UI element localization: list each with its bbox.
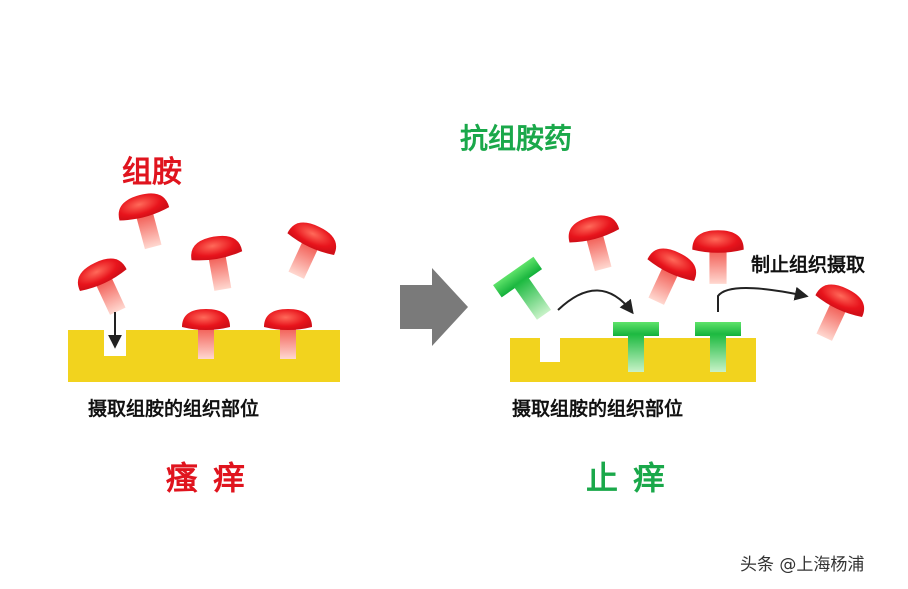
left-surface-label: 摄取组胺的组织部位 bbox=[88, 398, 260, 420]
histamine-molecule-icon bbox=[71, 251, 142, 323]
histamine-molecule-icon bbox=[692, 230, 744, 284]
bind-arrow-icon bbox=[557, 289, 634, 315]
histamine-molecule-icon bbox=[800, 277, 871, 349]
histamine-molecule-icon bbox=[114, 188, 179, 254]
antihistamine-molecule-icon bbox=[493, 256, 565, 329]
watermark: 头条 @上海杨浦 bbox=[740, 555, 865, 575]
left-title: 组胺 bbox=[122, 155, 182, 190]
block-label: 制止组织摄取 bbox=[751, 254, 866, 276]
block-arrow-icon bbox=[717, 286, 809, 312]
right-title: 抗组胺药 bbox=[460, 122, 573, 155]
right-result: 止 痒 bbox=[586, 459, 668, 497]
process-arrow-icon bbox=[400, 268, 468, 346]
histamine-molecule-icon bbox=[188, 232, 249, 294]
histamine-molecule-icon bbox=[272, 215, 343, 287]
histamine-molecule-icon bbox=[632, 241, 703, 313]
right-surface-label: 摄取组胺的组织部位 bbox=[512, 398, 684, 420]
histamine-molecule-icon bbox=[564, 210, 629, 276]
left-result: 瘙 痒 bbox=[166, 459, 248, 497]
